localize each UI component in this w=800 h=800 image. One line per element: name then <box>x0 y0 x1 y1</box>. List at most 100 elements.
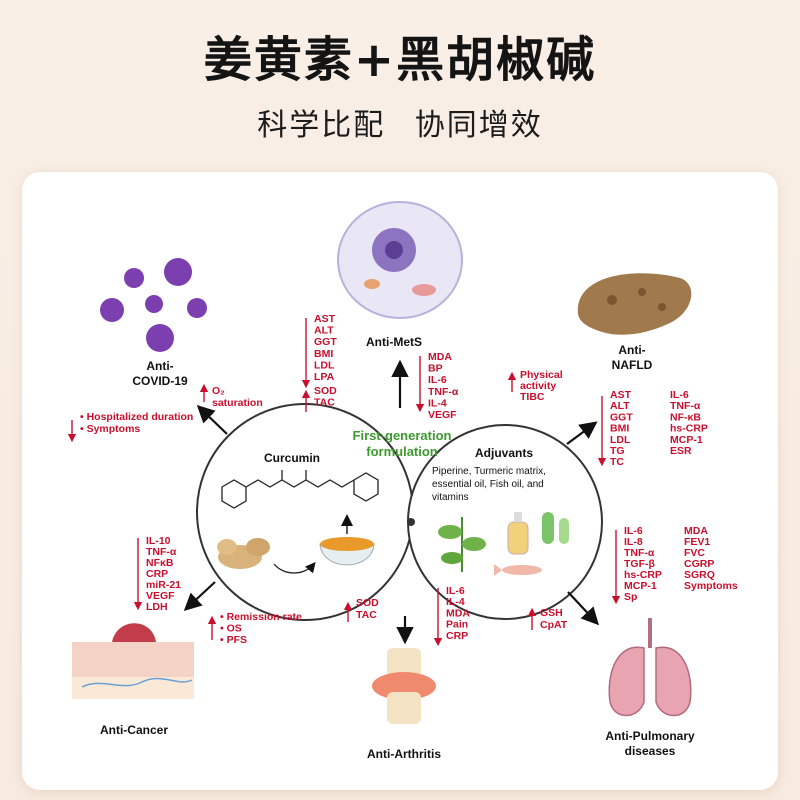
curcumin-label: Curcumin <box>264 451 320 465</box>
node-mets-label: Anti-MetS <box>366 335 422 349</box>
formulation-label-2: formulation <box>366 444 438 459</box>
marker-arthritis-down-0: IL-6 <box>446 585 465 597</box>
marker-mets-down-left-0: AST <box>314 313 336 325</box>
marker-mets-down-left-2: GGT <box>314 336 337 348</box>
marker-pulm-down-1-0: IL-6 <box>624 525 643 537</box>
formulation-label-1: First-generation <box>353 428 452 443</box>
marker-pulm-down-2-5: Symptoms <box>684 580 738 592</box>
oil-bottle-icon <box>507 512 529 555</box>
marker-mets-down-right-4: IL-4 <box>428 397 447 409</box>
marker-nafld-up-2: TIBC <box>520 391 545 403</box>
marker-pulm-down-2-1: FEV1 <box>684 536 710 548</box>
diagram-svg: First-generation formulation Curcumin Ad… <box>67 201 738 761</box>
lungs-icon <box>608 618 692 717</box>
marker-cancer-down-5: VEGF <box>146 590 175 602</box>
marker-pulm-down-2-3: CGRP <box>684 558 714 570</box>
marker-nafld-down-2-3: hs-CRP <box>670 423 708 435</box>
marker-covid-down-0: • Hospitalized duration <box>80 411 193 423</box>
marker-mets-up-left-0: SOD <box>314 385 337 397</box>
marker-mets-down-right-3: TNF-α <box>428 386 459 398</box>
marker-mets-down-right-2: IL-6 <box>428 374 447 386</box>
marker-cancer-down-3: CRP <box>146 568 168 580</box>
marker-pulm-down-1-3: TGF-β <box>624 558 655 570</box>
tumor-skin-icon <box>72 623 194 699</box>
marker-cancer-down-6: LDH <box>146 601 168 613</box>
node-covid-label-2: COVID-19 <box>132 374 188 388</box>
marker-arthritis-down-2: MDA <box>446 607 470 619</box>
marker-nafld-down-2-5: ESR <box>670 445 692 457</box>
adjuvant-line-2: essential oil, Fish oil, and <box>432 479 544 490</box>
cell-icon <box>337 201 463 319</box>
marker-mets-down-right-1: BP <box>428 363 443 375</box>
marker-covid-down-1: • Symptoms <box>80 423 140 435</box>
node-pulmonary-label-2: diseases <box>625 744 676 758</box>
marker-mets-down-left-3: BMI <box>314 348 333 360</box>
marker-nafld-down-1-0: AST <box>610 389 632 401</box>
node-arthritis-label: Anti-Arthritis <box>367 747 441 761</box>
marker-arthritis-down-3: Pain <box>446 619 468 631</box>
marker-mets-down-left-1: ALT <box>314 325 334 337</box>
marker-pulm-down-1-1: IL-8 <box>624 536 643 548</box>
marker-mets-up-left-1: TAC <box>314 397 335 409</box>
marker-mets-down-left-5: LPA <box>314 371 335 383</box>
marker-mets-down-right-0: MDA <box>428 351 452 363</box>
marker-pulm-down-2-4: SGRQ <box>684 569 715 581</box>
marker-nafld-down-1-4: LDL <box>610 434 631 446</box>
liver-icon <box>577 273 692 335</box>
pepper-plant-icon <box>438 517 486 572</box>
adjuvants-label: Adjuvants <box>475 446 533 460</box>
curcumin-molecule-icon <box>221 470 379 509</box>
marker-nafld-down-1-5: TG <box>610 445 625 457</box>
ginger-icon <box>217 538 270 569</box>
marker-nafld-down-1-6: TC <box>610 456 624 468</box>
marker-pulm-down-1-4: hs-CRP <box>624 569 662 581</box>
page-subtitle: 科学比配 协同增效 <box>257 108 543 143</box>
node-nafld-label-2: NAFLD <box>612 358 653 372</box>
knee-joint-icon <box>372 648 436 724</box>
marker-cancer-up-1: • OS <box>220 623 242 635</box>
turmeric-bowl-icon <box>319 514 375 566</box>
marker-nafld-down-1-3: BMI <box>610 423 629 435</box>
marker-mets-down-right-5: VEGF <box>428 409 457 421</box>
marker-cancer-down-0: IL-10 <box>146 535 171 547</box>
diagram-card: First-generation formulation Curcumin Ad… <box>22 172 778 790</box>
marker-nafld-down-2-2: NF-κB <box>670 411 701 423</box>
marker-pulm-up-1: CpAT <box>540 619 568 631</box>
marker-arthritis-down-1: IL-4 <box>446 596 465 608</box>
marker-nafld-down-2-4: MCP-1 <box>670 434 703 446</box>
marker-mets-down-left-4: LDL <box>314 359 335 371</box>
marker-covid-up-1: saturation <box>212 397 263 409</box>
page-title: 姜黄素+黑胡椒碱 <box>203 32 597 88</box>
marker-arthritis-up-1: TAC <box>356 609 377 621</box>
node-nafld-label-1: Anti- <box>618 343 645 357</box>
capsule-icon <box>542 512 569 544</box>
marker-pulm-down-1-5: MCP-1 <box>624 580 657 592</box>
marker-nafld-down-2-0: IL-6 <box>670 389 689 401</box>
node-cancer-label: Anti-Cancer <box>100 723 168 737</box>
marker-pulm-down-2-2: FVC <box>684 547 705 559</box>
marker-nafld-down-1-1: ALT <box>610 400 630 412</box>
node-covid-label-1: Anti- <box>146 359 173 373</box>
marker-cancer-down-2: NFκB <box>146 557 174 569</box>
marker-pulm-down-1-2: TNF-α <box>624 547 655 559</box>
marker-cancer-up-2: • PFS <box>220 634 247 646</box>
marker-nafld-up-0: Physical <box>520 369 563 381</box>
marker-pulm-down-2-0: MDA <box>684 525 708 537</box>
marker-pulm-down-1-6: Sp <box>624 591 637 603</box>
fish-icon <box>494 564 542 576</box>
marker-cancer-up-0: • Remission rate <box>220 611 302 623</box>
marker-cancer-down-1: TNF-α <box>146 546 177 558</box>
node-pulmonary-label-1: Anti-Pulmonary <box>605 729 695 743</box>
adjuvant-line-1: Piperine, Turmeric matrix, <box>432 466 546 477</box>
marker-cancer-down-4: miR-21 <box>146 579 181 591</box>
marker-arthritis-down-4: CRP <box>446 630 468 642</box>
marker-nafld-down-1-2: GGT <box>610 411 633 423</box>
marker-covid-up-0: O₂ <box>212 385 225 397</box>
adjuvant-line-3: vitamins <box>432 492 469 503</box>
marker-nafld-up-1: activity <box>520 380 556 392</box>
marker-nafld-down-2-1: TNF-α <box>670 400 701 412</box>
marker-pulm-up-0: GSH <box>540 607 563 619</box>
virus-icon <box>100 258 207 352</box>
marker-arthritis-up-0: SOD <box>356 597 379 609</box>
